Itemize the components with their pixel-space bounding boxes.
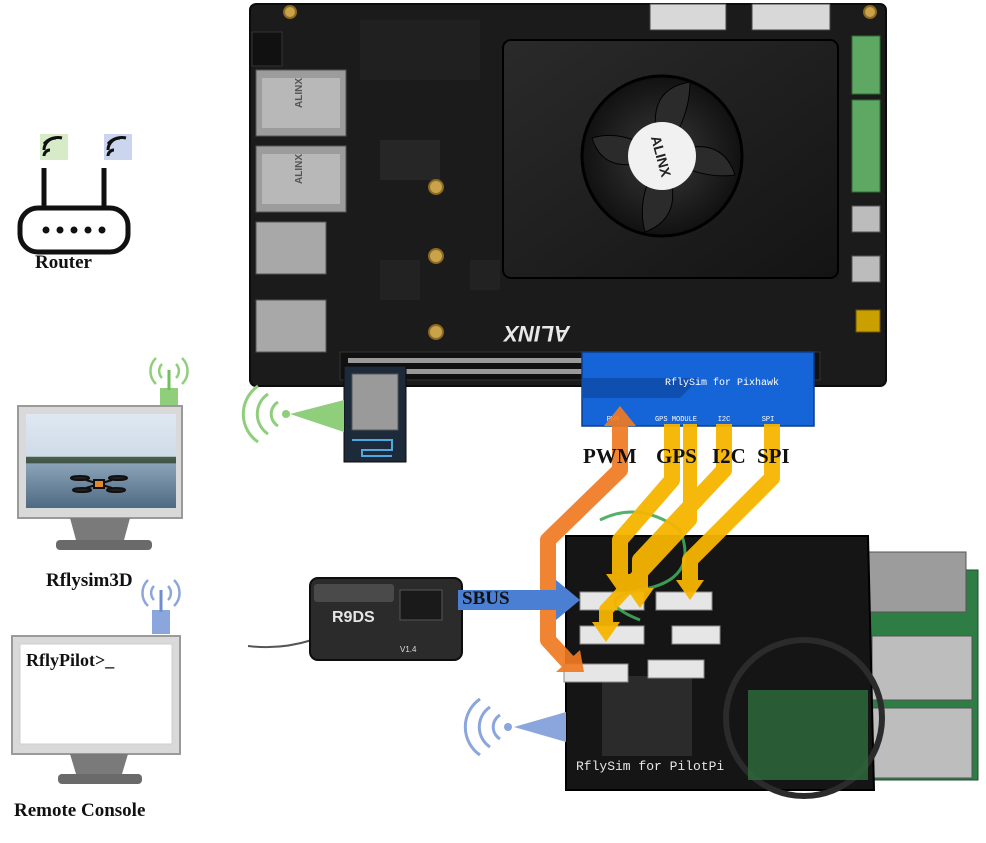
monitor-icon: [17, 357, 189, 550]
gps-i2c-spi-connection: [592, 424, 780, 642]
eth-brand-2: ALINX: [294, 154, 305, 184]
console-prompt: RflyPilot>_: [26, 650, 115, 670]
receiver-model: R9DS: [332, 609, 375, 626]
i2c-label: I2C: [712, 444, 746, 468]
usb-port: [255, 221, 327, 275]
pixhawk-adapter-title: RflySim for Pixhawk: [665, 377, 779, 389]
heatsink: ALINX: [502, 39, 839, 279]
adapter-port-label: SPI: [762, 416, 775, 424]
receiver-version: V1.4: [400, 645, 417, 654]
pilotpi-title: RflySim for PilotPi: [576, 759, 724, 774]
pwm-label: PWM: [583, 444, 637, 468]
sbus-connection: [458, 580, 580, 620]
receiver: R9DS V1.4: [247, 577, 463, 661]
alinx-board: ALINX ALINX ALINX ALINX: [249, 3, 887, 463]
ethernet-port: ALINX: [255, 69, 347, 137]
monitor-icon: [11, 579, 181, 784]
pwm-connection: [540, 406, 636, 672]
wifi-signal-icon: [463, 697, 566, 757]
adapter-port-label: GPS MODULE: [655, 416, 697, 424]
adapter-port-label: I2C: [718, 416, 731, 424]
dc-jack: [251, 31, 283, 67]
board-brand: ALINX: [503, 321, 571, 346]
pixhawk-adapter: RflySim for Pixhawk PWM GPS MODULE I2C S…: [581, 351, 815, 427]
antenna-icon: [149, 357, 189, 410]
rflysim3d-label: Rflysim3D: [46, 570, 133, 591]
spi-label: SPI: [757, 444, 790, 468]
router-label: Router: [35, 252, 92, 273]
ethernet-port: ALINX: [255, 145, 347, 213]
drone-icon: [70, 475, 128, 493]
eth-brand-1: ALINX: [294, 78, 305, 108]
usb-port: [255, 299, 327, 353]
terminal-block: [851, 99, 881, 193]
sbus-label: SBUS: [462, 588, 510, 609]
wifi-signal-icon: [241, 384, 344, 444]
wifi-module: [343, 365, 407, 463]
terminal-block: [851, 35, 881, 95]
wifi-icon: [106, 136, 127, 157]
antenna-icon: [141, 579, 181, 634]
router-icon: [17, 134, 132, 255]
wifi-icon: [42, 136, 63, 157]
remote-console-label: Remote Console: [14, 800, 146, 821]
gps-label: GPS: [656, 444, 697, 468]
